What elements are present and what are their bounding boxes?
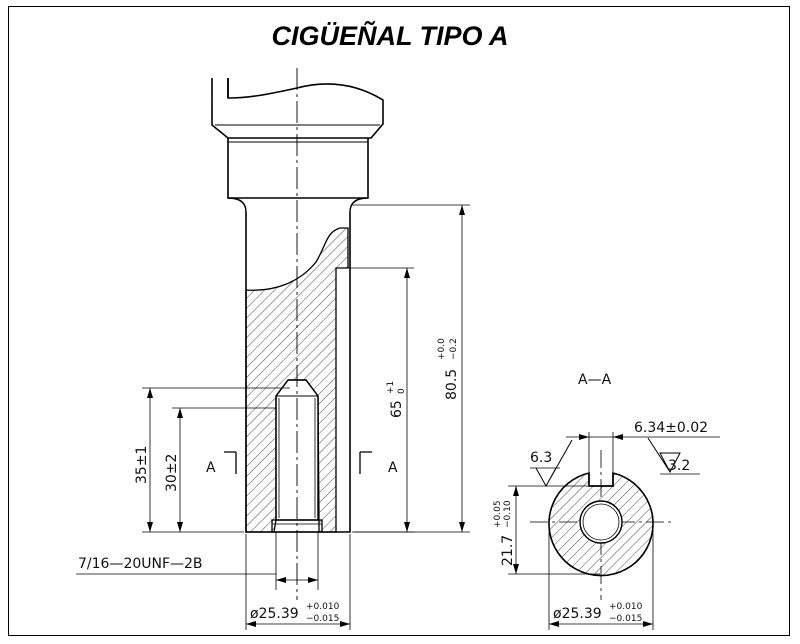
dim-30: 30±2	[164, 454, 180, 492]
drawing-title: CIGÜEÑAL TIPO A	[271, 20, 508, 51]
dim-dia-main: ø25.39	[250, 606, 299, 622]
section-mark-left: A	[206, 460, 216, 476]
dim-80-5-upper: +0.0	[437, 338, 447, 360]
crankshaft-side-view: A A 80.5 +0.0 −0.2 65 +1 0 35±1 30±2	[76, 68, 470, 630]
dim-35: 35±1	[134, 446, 150, 484]
dim-80-5-lower: −0.2	[449, 338, 459, 360]
keyway	[588, 473, 614, 487]
dim-21-7: 21.7	[500, 535, 516, 566]
roughness-3-2: 3.2	[668, 458, 690, 474]
thread-spec: 7/16—20UNF—2B	[78, 556, 203, 572]
dim-keyway: 6.34±0.02	[634, 420, 708, 436]
dim-21-7-lower: −0.10	[503, 500, 513, 528]
dim-dia-main-upper: +0.010	[306, 602, 340, 612]
roughness-6-3: 6.3	[530, 450, 552, 466]
dim-80-5: 80.5	[444, 369, 460, 400]
dim-65-upper: +1	[386, 381, 396, 394]
section-label: A—A	[578, 372, 612, 388]
dim-dia-main-lower: −0.015	[306, 614, 339, 624]
collar	[227, 138, 369, 199]
dim-21-7-upper: +0.05	[493, 500, 503, 528]
dim-dia-section-upper: +0.010	[609, 602, 643, 612]
section-bore	[579, 500, 623, 544]
dim-65-lower: 0	[397, 388, 407, 394]
dim-dia-section: ø25.39	[553, 606, 602, 622]
crank-web-break	[211, 78, 384, 139]
dim-dia-section-lower: −0.015	[609, 614, 642, 624]
section-a-a-view: A—A 6.34±0.02 6.3 3.2 21.7 +0.05 −0.10	[493, 372, 720, 630]
section-mark-right: A	[388, 460, 398, 476]
dim-65: 65	[389, 400, 405, 418]
drawing-frame	[8, 6, 790, 636]
